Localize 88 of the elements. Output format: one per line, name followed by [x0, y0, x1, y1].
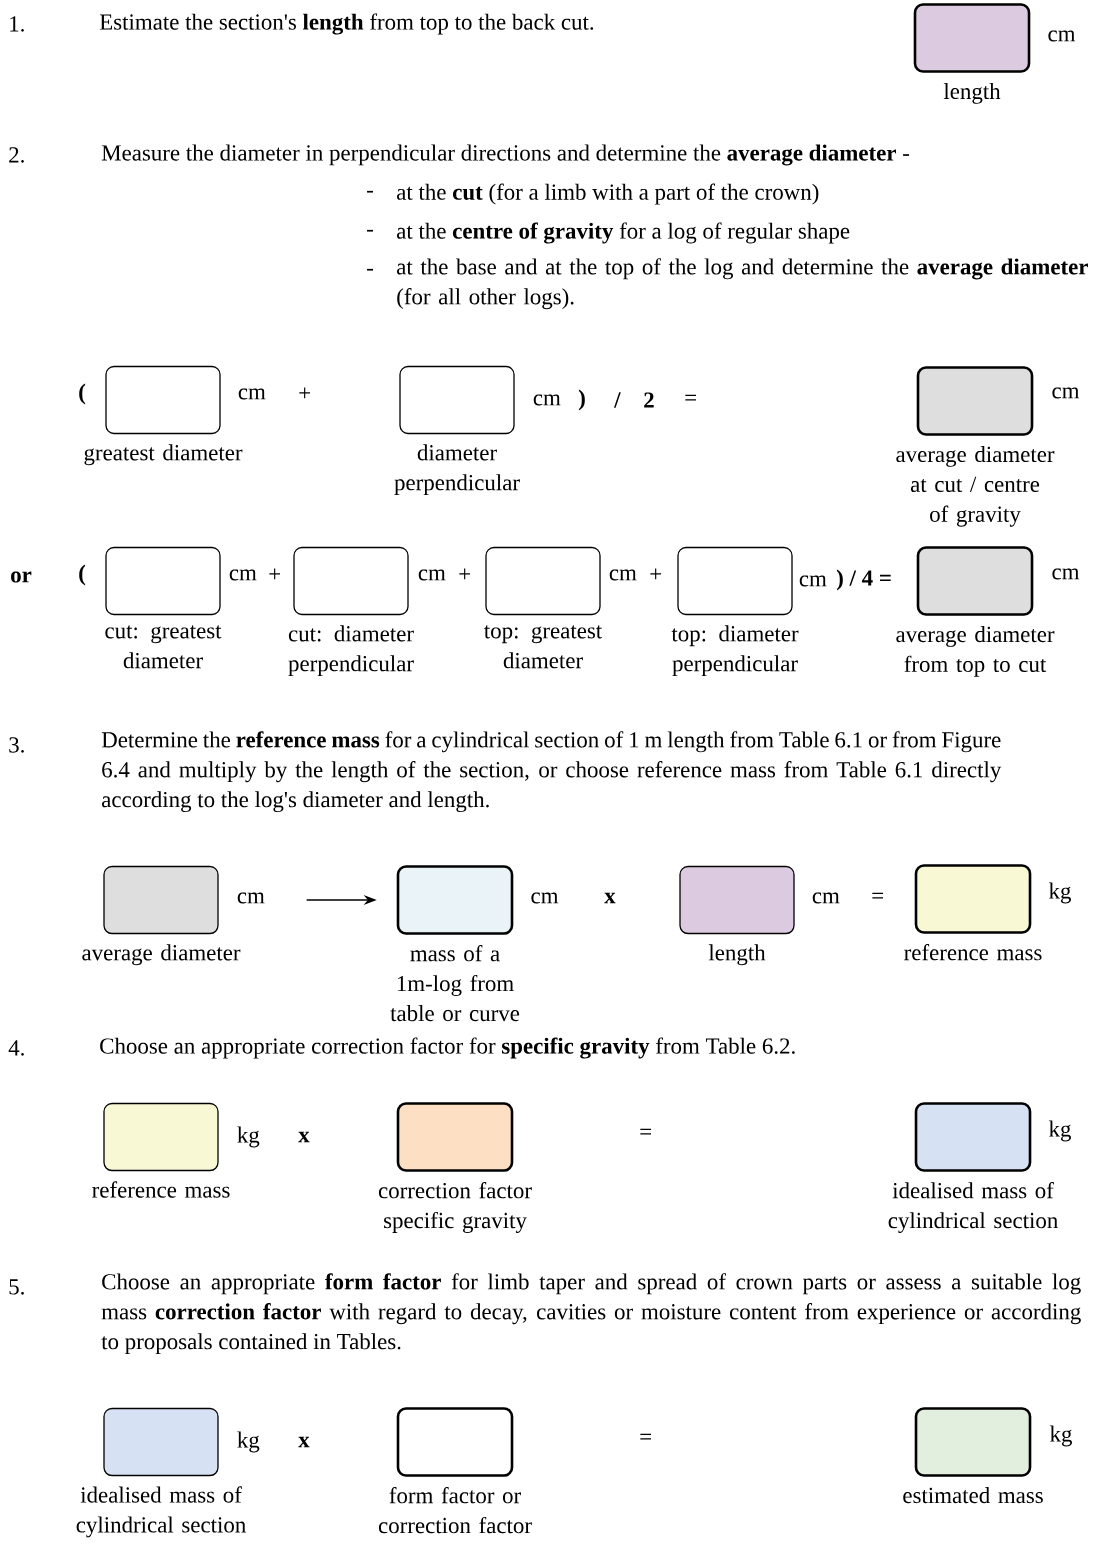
unit-label: cm: [1048, 30, 1076, 42]
bullet-dash: -: [367, 229, 373, 232]
input-box: [913, 3, 1031, 73]
input-box: [677, 546, 793, 616]
operator-symbol: =: [640, 1128, 651, 1135]
input-box: [485, 546, 601, 616]
input-box: [679, 865, 795, 935]
input-box: [396, 1407, 514, 1477]
operator-symbol: ): [578, 389, 585, 411]
input-box: [103, 865, 219, 935]
unit-label: cm: [1052, 568, 1080, 580]
box-caption: length: [708, 944, 766, 966]
unit-label: cm: [533, 394, 561, 406]
unit-label: kg: [1049, 1425, 1072, 1447]
unit-label: cm: [812, 892, 840, 904]
step-number: 4.: [8, 1040, 24, 1056]
operator-symbol: +: [269, 568, 280, 580]
box-caption: cut: greatest diameter: [105, 625, 222, 669]
unit-label: cm: [237, 892, 265, 904]
step-number: 2.: [9, 147, 24, 163]
input-box: [396, 865, 514, 935]
input-box: [916, 546, 1034, 616]
connector-word: or: [11, 571, 32, 583]
input-box: [399, 365, 515, 435]
instruction-text: Determine the reference mass for a cylindrical section of 1 m length from Table 6.1 or from Figure 6.4 and multiply by the length of the section, or choose reference mass from Table 6.1 directly according to the log's diameter and length.: [101, 731, 1002, 813]
unit-label: cm: [531, 892, 559, 904]
box-caption: top: greatest diameter: [484, 625, 603, 669]
box-caption: form factor or correction factor: [378, 1487, 532, 1534]
input-box: [396, 1102, 514, 1172]
operator-symbol: (: [79, 564, 86, 586]
operator-symbol: /: [614, 392, 621, 408]
bullet-dash: -: [367, 190, 373, 193]
step-number: 3.: [9, 737, 24, 753]
box-caption: average diameter at cut / centre of gravity: [896, 446, 1055, 527]
unit-label: cm: [1052, 387, 1080, 399]
input-box: [914, 1407, 1032, 1477]
step-number: 5.: [9, 1279, 24, 1295]
input-box: [105, 546, 221, 616]
unit-label: cm: [229, 569, 257, 581]
box-caption: idealised mass of cylindrical section: [76, 1486, 246, 1538]
unit-label: kg: [1048, 1120, 1071, 1142]
instruction-text: Choose an appropriate form factor for limb taper and spread of crown parts or assess a suitable log mass correction factor with regard to decay, cavities or moisture content from experience or according to proposals contained in Tables.: [101, 1273, 1081, 1354]
input-box: [914, 864, 1032, 934]
operator-symbol: =: [685, 394, 696, 401]
unit-label: cm: [238, 388, 266, 400]
box-caption: reference mass: [904, 944, 1042, 961]
operator-symbol: =: [640, 1433, 651, 1440]
box-caption: diameter perpendicular: [394, 444, 520, 495]
bullet-text: at the base and at the top of the log and determine the average diameter (for all other logs).: [397, 258, 1088, 310]
operator-symbol: (: [79, 383, 86, 405]
unit-label: kg: [237, 1126, 260, 1148]
operator-symbol: 2: [644, 392, 654, 408]
box-caption: estimated mass: [903, 1487, 1043, 1504]
instruction-text: Estimate the section's length from top to the back cut.: [99, 13, 594, 35]
box-caption: length: [943, 83, 1001, 104]
unit-label: cm: [418, 569, 446, 581]
input-box: [105, 365, 221, 435]
input-box: [103, 1407, 219, 1477]
box-caption: average diameter from top to cut: [896, 626, 1055, 677]
instruction-text: Choose an appropriate correction factor for specific gravity from Table 6.2.: [100, 1037, 795, 1059]
operator-symbol: +: [299, 387, 310, 399]
unit-label: kg: [1048, 882, 1071, 904]
unit-label: cm: [799, 575, 827, 587]
box-caption: idealised mass of cylindrical section: [888, 1182, 1058, 1233]
step-number: 1.: [10, 16, 24, 32]
unit-label: kg: [237, 1431, 260, 1453]
operator-symbol: x: [298, 1436, 310, 1448]
operator-symbol: x: [298, 1131, 310, 1143]
box-caption: top: diameter perpendicular: [671, 625, 799, 676]
input-box: [103, 1102, 219, 1172]
operator-symbol: +: [459, 568, 470, 580]
box-caption: greatest diameter: [84, 444, 243, 466]
input-box: [914, 1102, 1032, 1172]
operator-symbol: x: [604, 892, 616, 904]
operator-symbol: =: [872, 892, 883, 899]
bullet-text: at the cut (for a limb with a part of the crown): [397, 183, 819, 205]
box-caption: correction factor specific gravity: [378, 1182, 532, 1233]
box-caption: cut: diameter perpendicular: [288, 625, 414, 676]
input-box: [916, 366, 1034, 436]
instruction-text: Measure the diameter in perpendicular directions and determine the average diameter -: [101, 144, 910, 166]
box-caption: reference mass: [92, 1181, 230, 1198]
input-box: [293, 546, 409, 616]
box-caption: average diameter: [82, 944, 241, 966]
bullet-text: at the centre of gravity for a log of regular shape: [397, 222, 850, 244]
operator-symbol: ) / 4 =: [836, 569, 891, 591]
bullet-dash: -: [367, 268, 373, 271]
unit-label: cm: [609, 569, 637, 581]
operator-symbol: +: [650, 568, 661, 580]
